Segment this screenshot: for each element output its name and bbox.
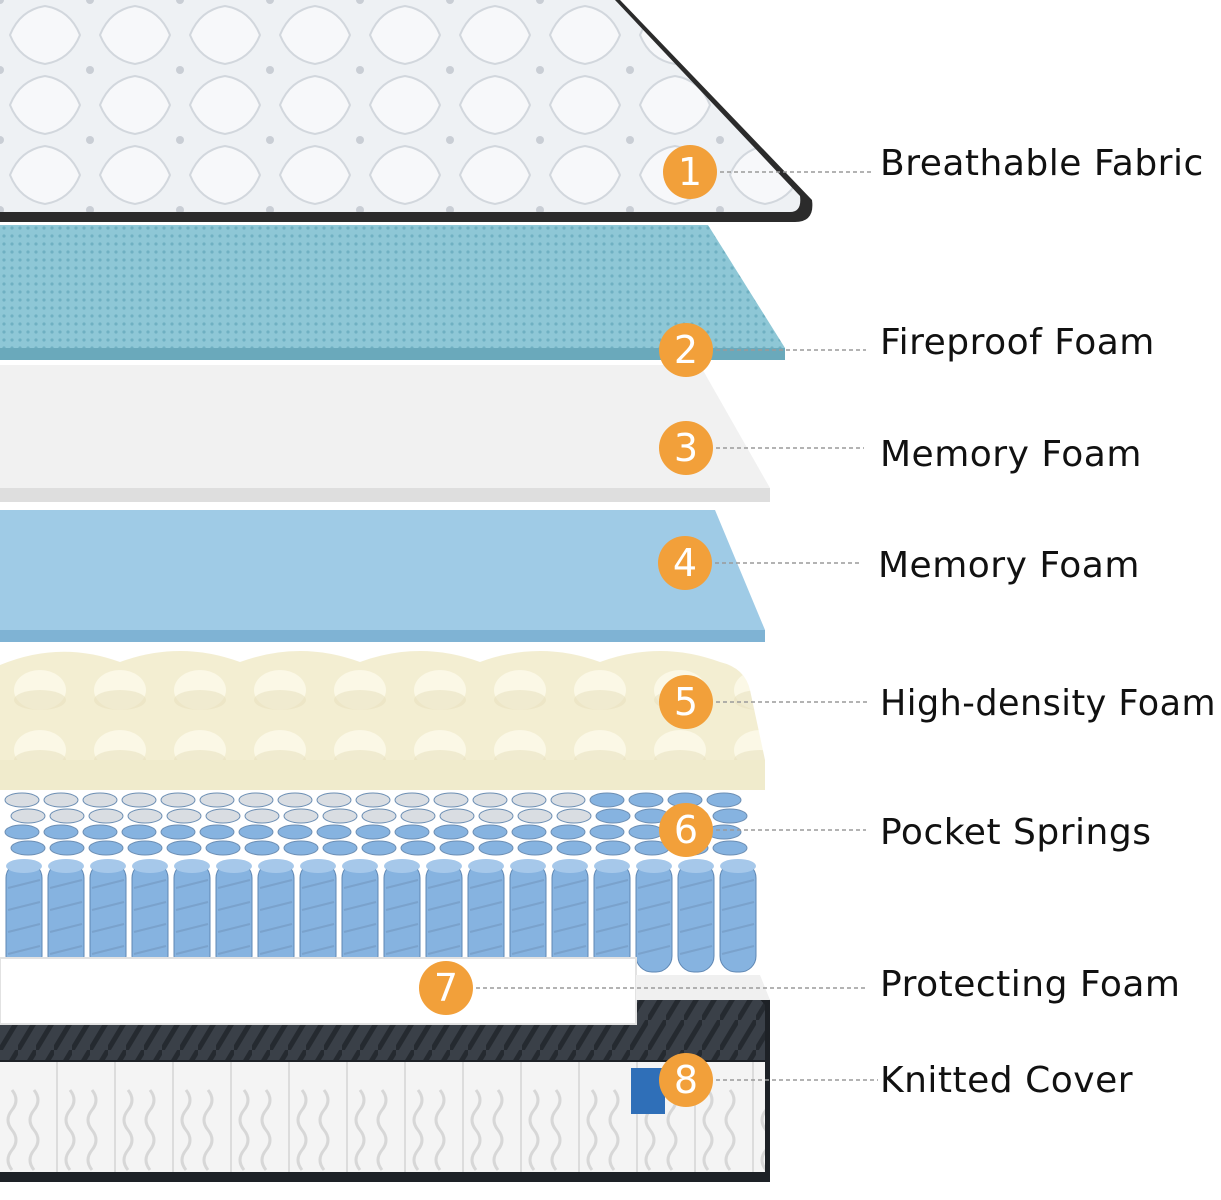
- number-badge: [658, 536, 712, 590]
- callout-layer-1: 1 Breathable Fabric: [663, 143, 1204, 199]
- badge-number: 6: [674, 808, 698, 852]
- callout-layer-7: 7 Protecting Foam: [419, 961, 1180, 1015]
- badge-number: 8: [674, 1058, 698, 1102]
- callout-layer-5: 5 High-density Foam: [659, 675, 1216, 729]
- number-badge: [659, 803, 713, 857]
- callout-layer-3: 3 Memory Foam: [659, 421, 1142, 475]
- layer-label: Protecting Foam: [880, 964, 1180, 1005]
- badge-number: 7: [434, 966, 458, 1010]
- layer-label: Memory Foam: [880, 434, 1142, 475]
- number-badge: [659, 675, 713, 729]
- layer-label: High-density Foam: [880, 683, 1216, 724]
- layer-label: Knitted Cover: [880, 1060, 1133, 1101]
- layer-label: Memory Foam: [878, 545, 1140, 586]
- badge-number: 5: [674, 680, 698, 724]
- pocket-springs-layer: [4, 792, 757, 973]
- high-density-foam-layer: [0, 651, 765, 790]
- number-badge: [659, 1053, 713, 1107]
- badge-number: 3: [674, 426, 698, 470]
- callout-layer-8: 8 Knitted Cover: [659, 1053, 1133, 1107]
- memory-foam-white-layer: [0, 365, 770, 502]
- badge-number: 2: [674, 328, 698, 372]
- callout-layer-2: 2 Fireproof Foam: [659, 322, 1155, 377]
- layer-label: Pocket Springs: [880, 812, 1151, 853]
- number-badge: [659, 323, 713, 377]
- number-badge: [663, 145, 717, 199]
- number-badge: [659, 421, 713, 475]
- number-badge: [419, 961, 473, 1015]
- protecting-foam-layer: [0, 957, 770, 1025]
- fireproof-foam-layer: [0, 225, 785, 360]
- breathable-fabric-layer: [0, 0, 813, 222]
- layer-label: Breathable Fabric: [880, 143, 1204, 184]
- layer-label: Fireproof Foam: [880, 322, 1155, 363]
- callout-layer-6: 6 Pocket Springs: [659, 803, 1151, 857]
- badge-number: 4: [673, 541, 697, 585]
- memory-foam-blue-layer: [0, 510, 765, 642]
- care-tag-icon: [631, 1068, 665, 1114]
- badge-number: 1: [678, 150, 702, 194]
- callout-layer-4: 4 Memory Foam: [658, 536, 1140, 590]
